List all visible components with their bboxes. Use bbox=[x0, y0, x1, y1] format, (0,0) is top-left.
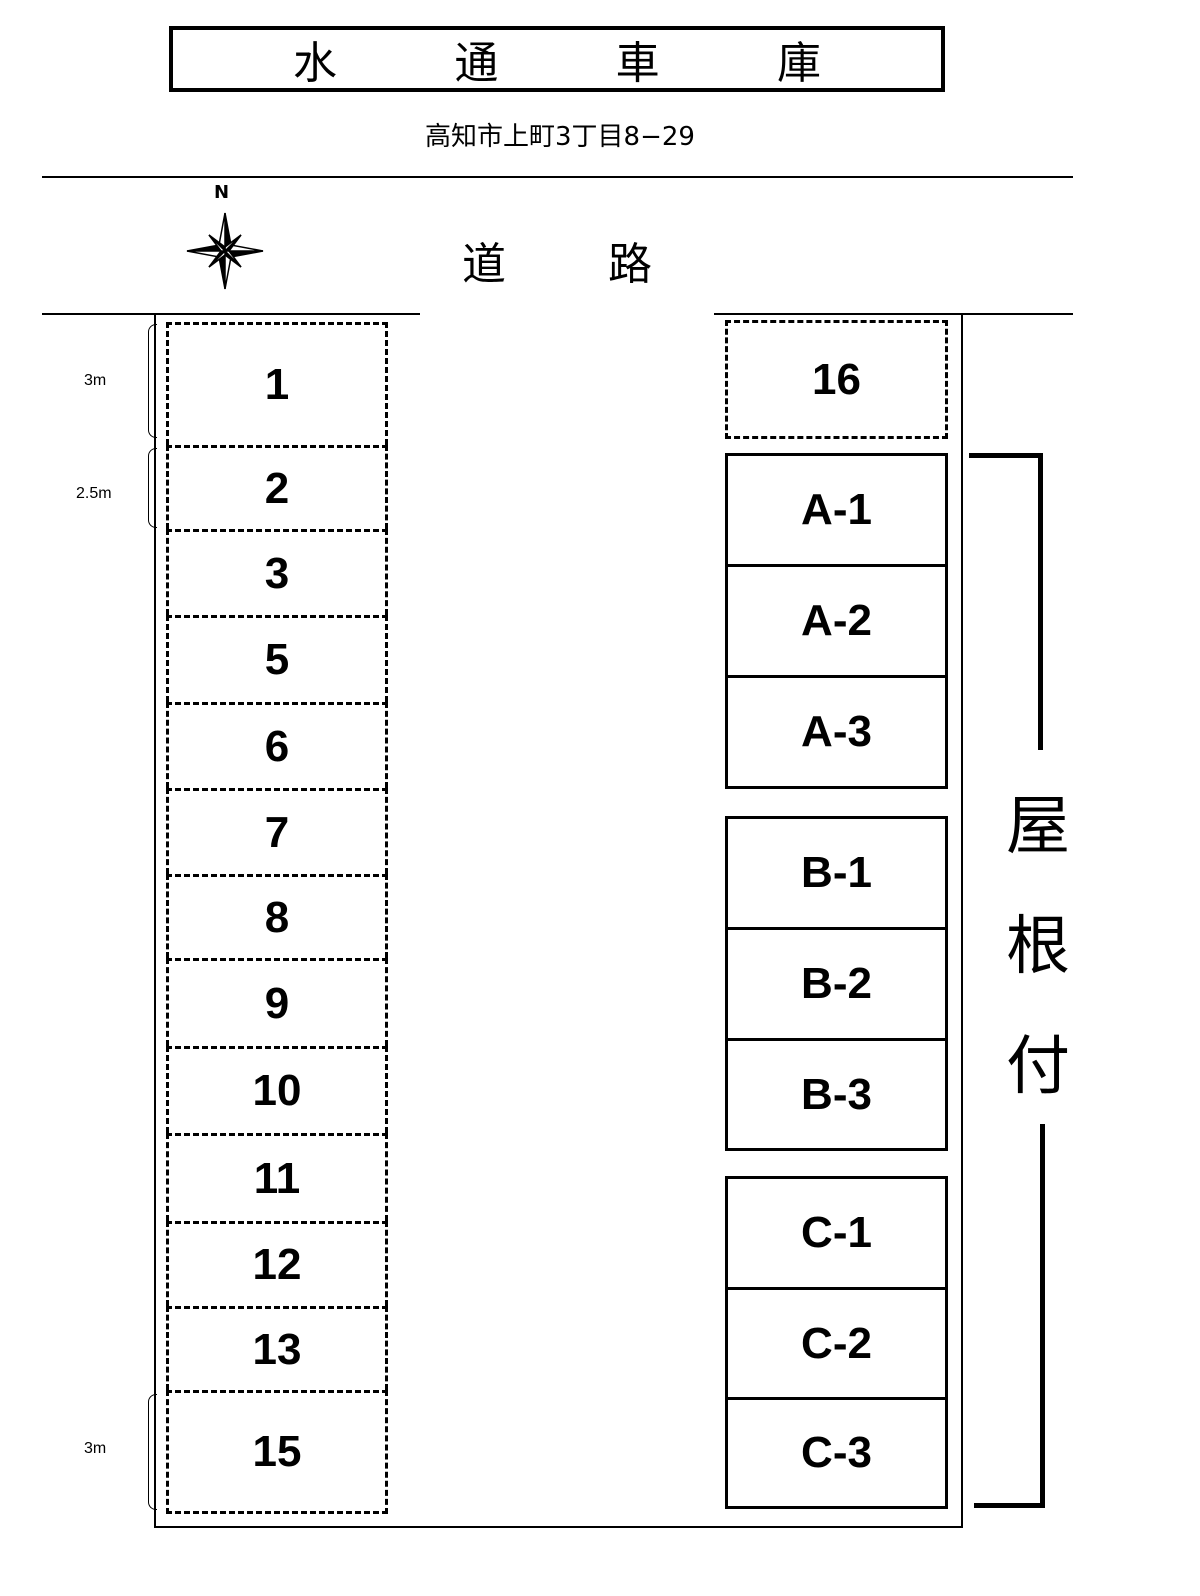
road-edge-bottom-left bbox=[42, 313, 420, 315]
slot-label: C-3 bbox=[801, 1428, 872, 1477]
road-edge-top bbox=[42, 176, 1073, 178]
roof-bracket-line bbox=[1038, 453, 1043, 750]
parking-slot-5[interactable]: 5 bbox=[166, 615, 388, 702]
parking-slot-6[interactable]: 6 bbox=[166, 702, 388, 788]
parking-slot-2[interactable]: 2 bbox=[166, 445, 388, 529]
parking-slot-8[interactable]: 8 bbox=[166, 874, 388, 958]
dimension-label-3m: 3m bbox=[84, 372, 107, 389]
parking-slot-b-2[interactable]: B-2 bbox=[725, 927, 948, 1041]
slot-label: 7 bbox=[264, 807, 290, 857]
parking-slot-12[interactable]: 12 bbox=[166, 1221, 388, 1306]
title-char: 庫 bbox=[776, 38, 821, 89]
roof-bracket-line bbox=[1040, 1124, 1045, 1508]
road-edge-bottom-right bbox=[714, 313, 1073, 315]
parking-slot-a-3[interactable]: A-3 bbox=[725, 675, 948, 789]
lot-boundary-bottom bbox=[154, 1526, 963, 1528]
address: 高知市上町3丁目8−29 bbox=[425, 122, 695, 152]
slot-label: B-2 bbox=[801, 959, 872, 1008]
slot-label: A-3 bbox=[801, 707, 872, 756]
parking-slot-15[interactable]: 15 bbox=[166, 1390, 388, 1514]
slot-label: 5 bbox=[264, 635, 290, 684]
parking-slot-9[interactable]: 9 bbox=[166, 958, 388, 1046]
parking-slot-c-1[interactable]: C-1 bbox=[725, 1176, 948, 1290]
roof-bracket-bottom bbox=[974, 1503, 1045, 1508]
lot-boundary-left bbox=[154, 313, 156, 1527]
slot-label: 9 bbox=[264, 978, 290, 1028]
slot-label: 10 bbox=[252, 1066, 302, 1115]
parking-slot-13[interactable]: 13 bbox=[166, 1306, 388, 1390]
slot-label: A-1 bbox=[801, 485, 872, 534]
parking-slot-10[interactable]: 10 bbox=[166, 1046, 388, 1133]
slot-label: C-2 bbox=[801, 1318, 872, 1368]
dimension-brace bbox=[148, 1394, 157, 1510]
title-box: 水 通 車 庫 bbox=[169, 26, 945, 92]
parking-slot-b-3[interactable]: B-3 bbox=[725, 1038, 948, 1151]
slot-label: 16 bbox=[812, 354, 861, 404]
parking-slot-11[interactable]: 11 bbox=[166, 1133, 388, 1221]
slot-label: 8 bbox=[264, 892, 290, 942]
title-char: 通 bbox=[454, 38, 499, 89]
slot-label: 13 bbox=[252, 1324, 302, 1374]
slot-label: C-1 bbox=[801, 1208, 872, 1257]
parking-slot-3[interactable]: 3 bbox=[166, 529, 388, 615]
roof-label-char: 根 bbox=[1006, 910, 1070, 984]
slot-label: 2 bbox=[264, 463, 290, 513]
slot-label: B-1 bbox=[801, 848, 872, 897]
title-char: 水 bbox=[293, 38, 337, 89]
parking-slot-7[interactable]: 7 bbox=[166, 788, 388, 874]
parking-slot-1[interactable]: 1 bbox=[166, 322, 388, 445]
slot-label: 11 bbox=[253, 1153, 301, 1203]
slot-label: B-3 bbox=[801, 1069, 872, 1119]
slot-label: A-2 bbox=[801, 596, 872, 645]
slot-label: 1 bbox=[264, 360, 290, 409]
lot-boundary-right bbox=[961, 313, 963, 1527]
parking-slot-c-3[interactable]: C-3 bbox=[725, 1397, 948, 1509]
slot-label: 6 bbox=[264, 721, 290, 771]
slot-label: 12 bbox=[252, 1240, 302, 1289]
dimension-label-2-5m: 2.5m bbox=[76, 485, 112, 502]
slot-label: 3 bbox=[264, 548, 290, 598]
dimension-brace bbox=[148, 448, 157, 528]
parking-slot-16[interactable]: 16 bbox=[725, 320, 948, 439]
parking-slot-c-2[interactable]: C-2 bbox=[725, 1287, 948, 1400]
compass-rose-icon bbox=[186, 212, 264, 290]
roof-bracket-top bbox=[969, 453, 1043, 458]
parking-slot-a-2[interactable]: A-2 bbox=[725, 564, 948, 678]
dimension-brace bbox=[148, 324, 157, 438]
slot-label: 15 bbox=[252, 1427, 302, 1476]
roof-label-char: 屋 bbox=[1006, 790, 1070, 864]
road-label: 道 bbox=[462, 239, 506, 290]
parking-slot-a-1[interactable]: A-1 bbox=[725, 453, 948, 567]
dimension-label-3m: 3m bbox=[84, 1440, 107, 1457]
parking-slot-b-1[interactable]: B-1 bbox=[725, 816, 948, 930]
roof-label-char: 付 bbox=[1006, 1030, 1070, 1104]
north-label: N bbox=[214, 182, 230, 203]
road-label: 路 bbox=[608, 239, 652, 290]
title-char: 車 bbox=[615, 38, 660, 89]
